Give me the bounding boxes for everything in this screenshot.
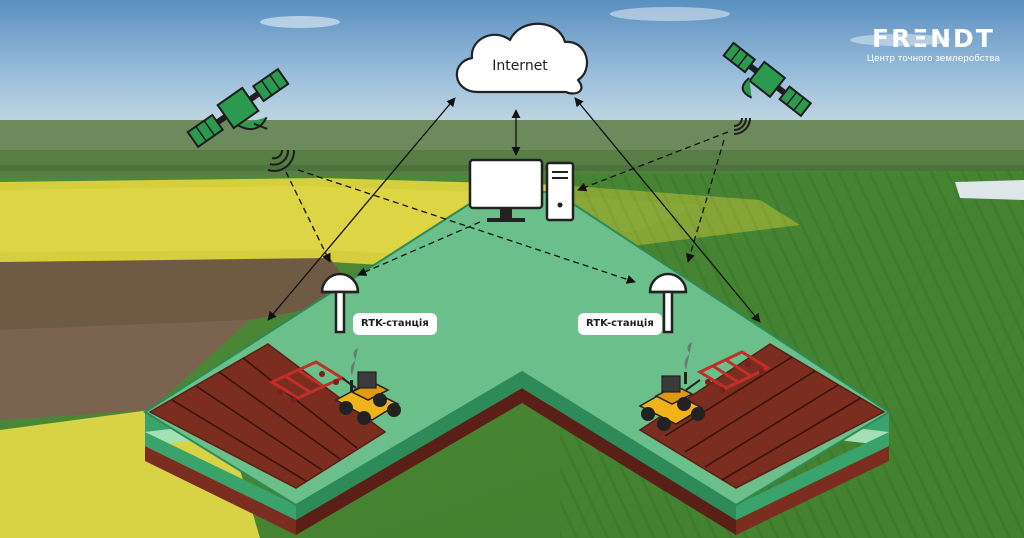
tractor-icon [334,348,401,425]
link-cloud-to-right-field [574,97,761,323]
link-left-satellite-to-left-station [285,171,331,263]
brand-logo: FRΞNDT Центр точного землеробства [867,26,1000,65]
brand-tagline: Центр точного землеробства [866,53,1000,64]
computer-tower-icon [545,161,575,222]
link-left-satellite-to-right-station [297,169,636,284]
brand-name: FRΞNDT [872,24,995,53]
connection-lines [267,97,761,323]
soil-field-right [638,343,886,489]
cloud-icon [455,22,588,95]
harrow-icon [268,360,357,403]
satellite-icon [186,67,290,149]
link-cloud-to-left-field [267,97,456,321]
link-computer-to-left-station [357,221,481,276]
rtk-antenna-icon [320,272,360,334]
rtk-station-label: RTK-станція [353,313,437,335]
rtk-antenna-icon [648,272,688,334]
rtk-station-label: RTK-станція [578,313,662,335]
link-right-satellite-to-right-station [685,139,725,263]
harrow-icon [685,350,772,393]
tractor-icon [638,342,705,431]
link-right-satellite-to-computer [577,131,729,192]
signal-waves-right [733,117,751,135]
soil-field-left [148,343,387,489]
cloud-label: Internet [492,58,548,74]
signal-waves-left [267,149,296,172]
monitor-icon [468,158,544,222]
satellite-icon [722,41,813,118]
